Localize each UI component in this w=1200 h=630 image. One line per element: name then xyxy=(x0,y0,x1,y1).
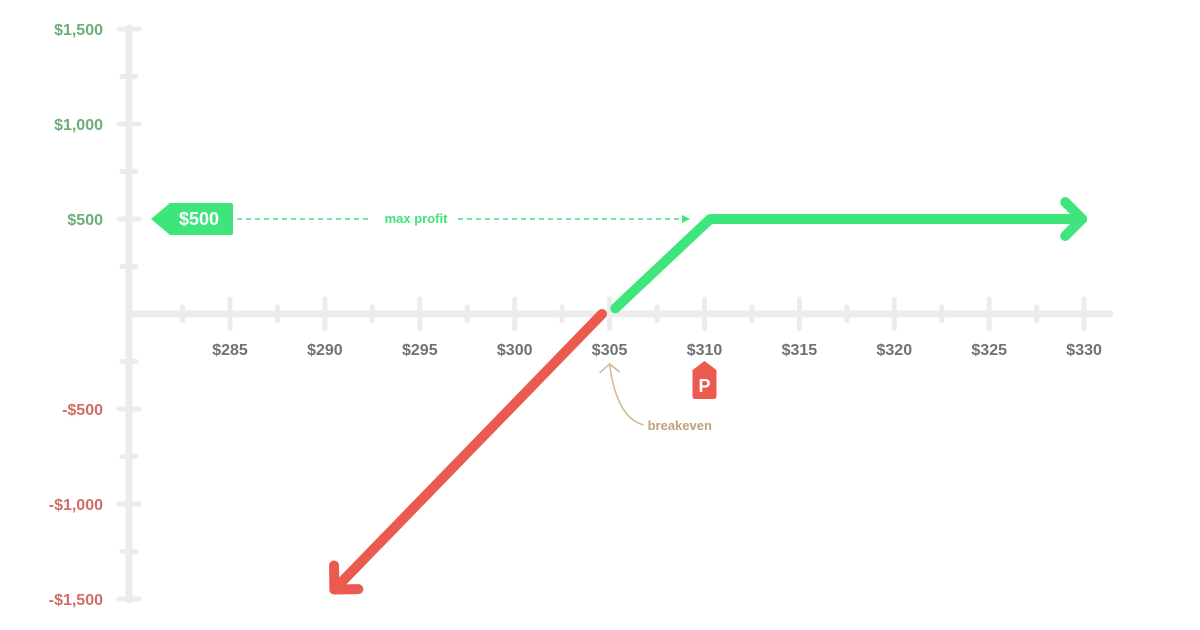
y-tick-label: $1,500 xyxy=(54,22,103,39)
x-tick-label: $295 xyxy=(402,342,438,359)
max-profit-badge-value: $500 xyxy=(179,209,219,229)
y-tick-label: $500 xyxy=(67,212,103,229)
profit-line xyxy=(610,214,1088,314)
breakeven-pointer-arrow xyxy=(608,364,644,426)
max-profit-label: max profit xyxy=(385,211,449,226)
x-tick-label: $325 xyxy=(971,342,1007,359)
x-tick-label: $300 xyxy=(497,342,533,359)
y-tick-label: -$500 xyxy=(62,402,103,419)
y-tick-label: -$1,000 xyxy=(49,497,103,514)
loss-arrowhead xyxy=(329,560,364,595)
annotations: $500 max profit breakeven P xyxy=(151,203,717,433)
loss-line xyxy=(329,309,608,595)
breakeven-label: breakeven xyxy=(648,418,712,433)
x-tick-label: $330 xyxy=(1066,342,1102,359)
profit-arrowhead xyxy=(1060,197,1088,241)
x-tick-label: $305 xyxy=(592,342,628,359)
x-tick-label: $310 xyxy=(687,342,723,359)
x-axis-ticks: $285 $290 $295 $300 $305 $310 $315 $320 $325 $330 xyxy=(180,296,1102,359)
y-axis-ticks: $1,500 $1,000 $500 -$500 -$1,000 -$1,500 xyxy=(49,22,142,609)
x-tick-label: $290 xyxy=(307,342,343,359)
strike-put-marker xyxy=(692,361,717,399)
strike-put-marker-label: P xyxy=(698,376,710,396)
breakeven-pointer-arrowhead xyxy=(599,363,621,374)
y-tick-label: -$1,500 xyxy=(49,592,103,609)
max-profit-badge xyxy=(151,203,233,235)
y-tick-label: $1,000 xyxy=(54,117,103,134)
x-tick-label: $315 xyxy=(782,342,818,359)
payoff-series xyxy=(329,197,1088,595)
x-tick-label: $320 xyxy=(877,342,913,359)
x-tick-label: $285 xyxy=(212,342,248,359)
